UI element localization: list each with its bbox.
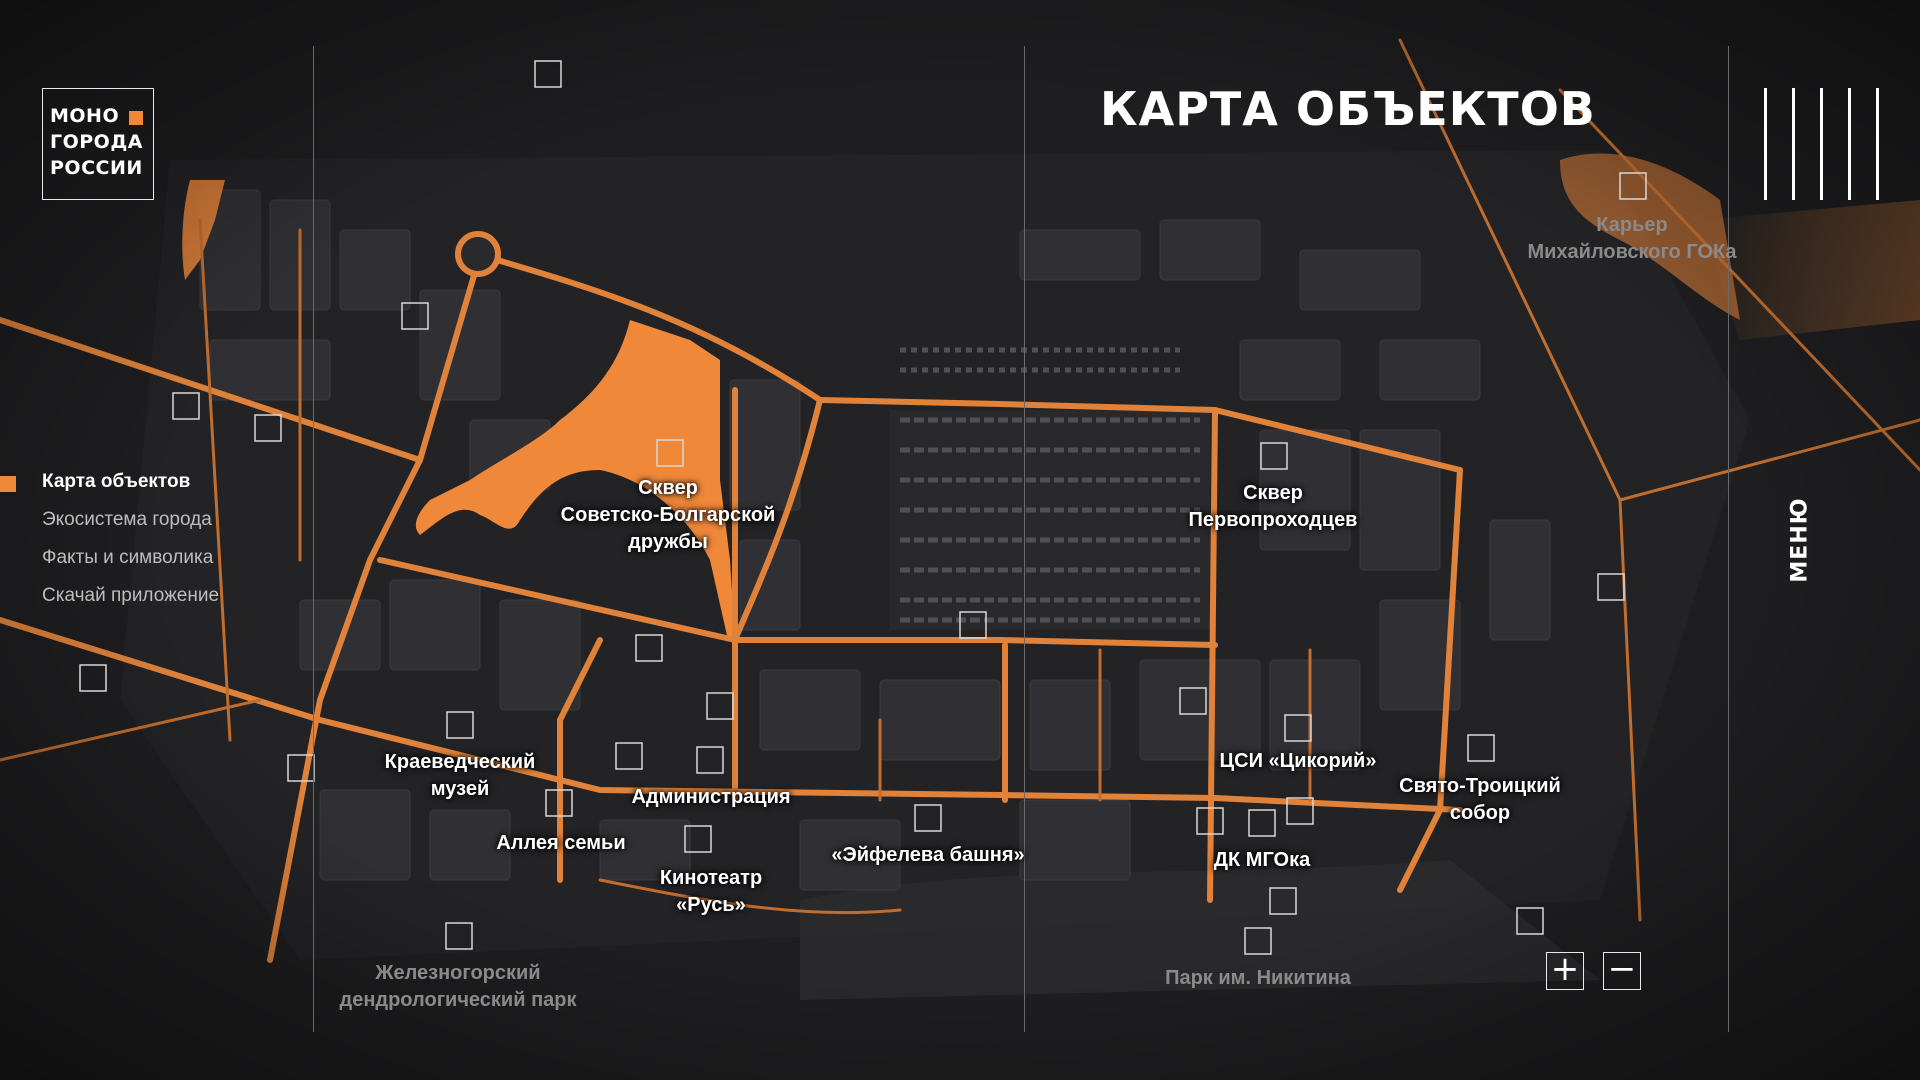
place-label-park-nikitina[interactable]: Парк им. Никитина [1165,967,1351,989]
place-label-kinoteatr-rus[interactable]: Кинотеатр «Русь» [659,867,763,916]
logo-text-line: МОНО [50,105,120,127]
zoom-out-button[interactable]: − [1603,952,1641,990]
menu-lines-icon[interactable] [1764,88,1880,200]
place-label-svyato-troitskiy-sobor[interactable]: Свято-Троицкий собор [1399,775,1561,824]
active-marker-icon [0,476,16,492]
place-label-alleya-semi[interactable]: Аллея семьи [496,832,626,854]
logo-text-line: ГОРОДА [50,131,143,153]
place-label-skver-pervoprokhodtsev[interactable]: Сквер Первопроходцев [1188,482,1358,531]
side-nav: Карта объектов Экосистема города Факты и… [0,468,220,620]
menu-button[interactable]: МЕНЮ [1787,497,1813,583]
logo-text-line: РОССИИ [50,157,143,179]
divider-line [1024,46,1025,1032]
place-label-dendropark[interactable]: Железногорский дендрологический парк [339,962,577,1011]
place-label-kraevedcheskiy-muzey[interactable]: Краеведческий музей [384,751,536,800]
place-label-karer[interactable]: Карьер Михайловского ГОКа [1527,214,1737,263]
nav-item-ecosystem[interactable]: Экосистема города [42,509,212,530]
divider-line [1728,46,1729,1032]
place-label-administratsiya[interactable]: Администрация [631,786,791,808]
page-title: КАРТА ОБЪЕКТОВ [1100,82,1596,136]
nav-item-download-app[interactable]: Скачай приложение [42,585,220,606]
logo[interactable]: МОНО ГОРОДА РОССИИ [42,88,154,200]
place-label-dk-mgoka[interactable]: ДК МГОка [1213,849,1311,871]
place-label-skver-sovetsko-bolgarskoy[interactable]: Сквер Советско-Болгарской дружбы [560,477,776,553]
logo-square-icon [129,111,143,125]
place-label-eyfeleva-bashnya[interactable]: «Эйфелева башня» [831,844,1025,866]
nav-item-map[interactable]: Карта объектов [42,471,191,492]
divider-line [313,46,314,1032]
nav-item-facts[interactable]: Факты и символика [42,547,214,568]
place-label-tssi-tsikoriy[interactable]: ЦСИ «Цикорий» [1219,750,1377,772]
zoom-in-button[interactable]: + [1546,952,1584,990]
